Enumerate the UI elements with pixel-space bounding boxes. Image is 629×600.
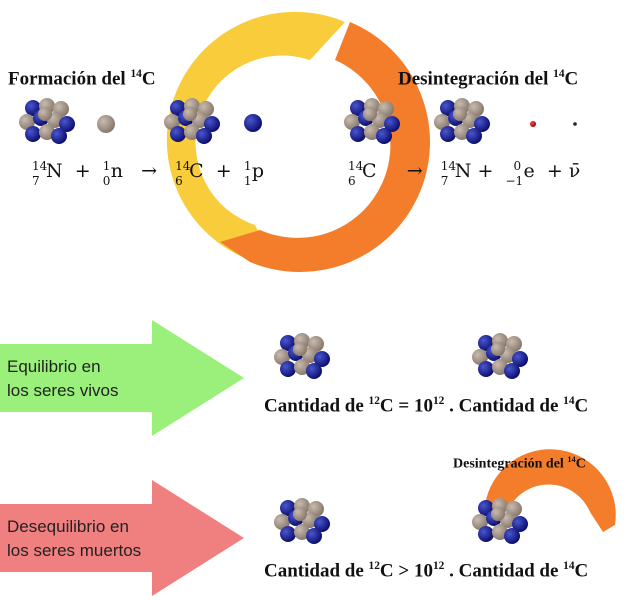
living-c12-nucleus (274, 333, 330, 379)
electron-particle (530, 121, 536, 127)
decay-arc (220, 22, 430, 272)
living-ratio: Cantidad de 12C = 1012 . Cantidad de 14C (264, 395, 589, 417)
top-particles (19, 98, 577, 144)
dead-c14-nucleus (472, 498, 528, 544)
carbon-cycle-ring (166, 11, 430, 272)
dead-nuclei (274, 498, 528, 544)
decay-title: Desintegración del 14C (398, 68, 579, 90)
antineutrino-symbol: ν̄ (568, 160, 581, 182)
living-arrow-label: Equilibrio en los seres vivos (7, 357, 119, 400)
formation-title: Formación del 14C (8, 68, 156, 90)
dead-decay-label: Desintegración del 14C (453, 455, 586, 472)
neutron-particle (97, 115, 115, 133)
living-arrow (0, 320, 244, 436)
living-nuclei (274, 333, 528, 379)
c14-nucleus-formation (164, 98, 220, 144)
dead-decay-arc (485, 449, 616, 532)
proton-particle (244, 114, 262, 132)
formation-arc (166, 11, 345, 259)
n14-nucleus (19, 98, 75, 144)
n14-nucleus-decay (434, 98, 490, 144)
living-c14-nucleus (472, 333, 528, 379)
dead-arrow (0, 480, 244, 596)
dead-ratio: Cantidad de 12C > 1012 . Cantidad de 14C (264, 560, 589, 582)
antineutrino-particle (573, 122, 577, 126)
c14-nucleus-decay (344, 98, 400, 144)
dead-arrow-label: Desequilibrio en los seres muertos (7, 517, 142, 560)
dead-c12-nucleus (274, 498, 330, 544)
